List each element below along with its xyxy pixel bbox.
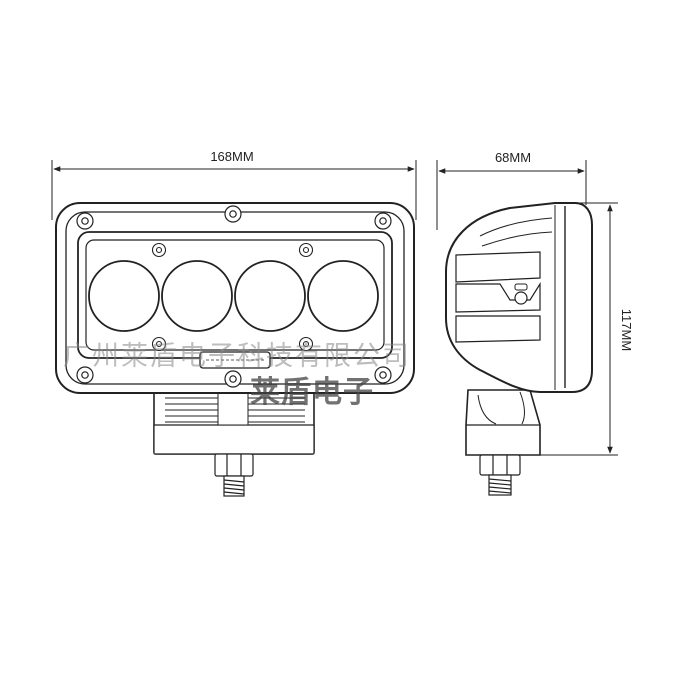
- depth-label: 68MM: [495, 150, 531, 165]
- screw-icon: [514, 291, 528, 305]
- bolt-icon: [479, 454, 521, 496]
- depth-dimension: [436, 160, 587, 230]
- heat-sink-fins: [455, 251, 541, 343]
- bolt-icon: [214, 453, 254, 497]
- screw-icon: [76, 205, 392, 388]
- screw-icon: [151, 242, 314, 352]
- led-reflector: [88, 260, 160, 332]
- side-view: [445, 202, 593, 496]
- height-label: 117MM: [619, 309, 634, 351]
- watermark-brand: 莱盾电子: [250, 375, 374, 410]
- label-plate: [199, 351, 271, 369]
- width-dimension: [51, 160, 417, 220]
- led-reflector: [234, 260, 306, 332]
- led-reflector: [161, 260, 233, 332]
- side-mount: [465, 389, 541, 456]
- led-reflector: [307, 260, 379, 332]
- width-label: 168MM: [210, 149, 253, 164]
- height-dimension: [540, 202, 618, 456]
- watermark-company: 广州莱盾电子科技有限公司: [63, 341, 411, 372]
- front-view: [55, 202, 415, 497]
